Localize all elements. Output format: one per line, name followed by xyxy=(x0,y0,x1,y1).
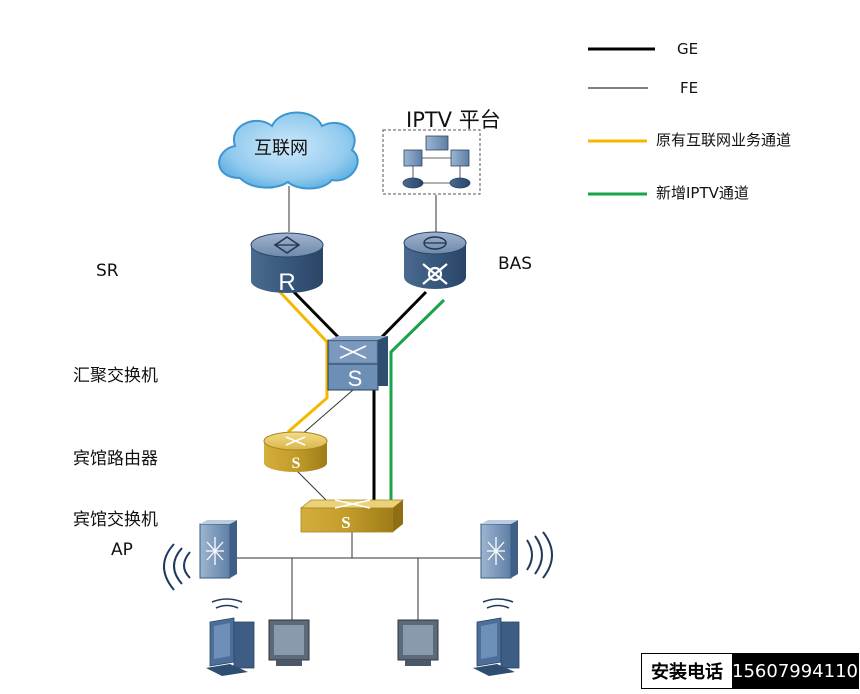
path-internet xyxy=(278,290,329,434)
wifi-waves-left-icon xyxy=(163,543,191,591)
ap-label: AP xyxy=(111,540,133,560)
hotel-router-label: 宾馆路由器 xyxy=(73,449,158,469)
sr-router-icon: R xyxy=(250,232,324,296)
path-iptv xyxy=(389,298,446,510)
iptv-platform-cluster-icon xyxy=(382,129,481,195)
iptv-platform-label: IPTV 平台 xyxy=(406,108,501,132)
access-point-right-icon xyxy=(480,520,518,579)
hotel-router-icon: S xyxy=(263,431,328,472)
aggregation-switch-icon: S xyxy=(327,336,388,391)
bas-label: BAS xyxy=(498,254,533,274)
hotel-router-glyph: S xyxy=(292,455,301,472)
wired-monitor-left-icon xyxy=(268,619,310,666)
hotel-switch-icon: S xyxy=(299,499,405,533)
link-router-hotelswitch xyxy=(295,469,331,505)
internet-label: 互联网 xyxy=(254,138,308,159)
legend-fe-label: FE xyxy=(680,79,699,97)
wifi-waves-right-icon xyxy=(526,531,553,579)
contact-number: 15607994110 xyxy=(732,654,858,688)
link-bas-agg xyxy=(375,290,428,344)
legend-ge-label: GE xyxy=(677,40,699,58)
wifi-client-right-icon xyxy=(473,598,520,676)
contact-label: 安装电话 xyxy=(642,654,733,688)
wired-monitor-right-icon xyxy=(397,619,439,666)
link-sr-agg xyxy=(290,288,345,344)
legend-iptv-label: 新增IPTV通道 xyxy=(656,184,749,202)
access-point-left-icon xyxy=(199,520,237,579)
aggregation-switch-label: 汇聚交换机 xyxy=(73,366,158,386)
contact-box: 安装电话 15607994110 xyxy=(641,653,859,689)
bas-router-icon xyxy=(403,231,467,289)
sr-label: SR xyxy=(96,261,119,281)
hotel-switch-label: 宾馆交换机 xyxy=(73,510,158,530)
aggregation-switch-glyph: S xyxy=(348,366,363,391)
hotel-switch-glyph: S xyxy=(341,513,350,532)
link-agg-router xyxy=(299,382,362,437)
internet-cloud-icon xyxy=(218,111,359,190)
wifi-client-left-icon xyxy=(206,598,255,676)
sr-router-glyph: R xyxy=(278,269,295,296)
legend-internet-label: 原有互联网业务通道 xyxy=(656,131,792,149)
